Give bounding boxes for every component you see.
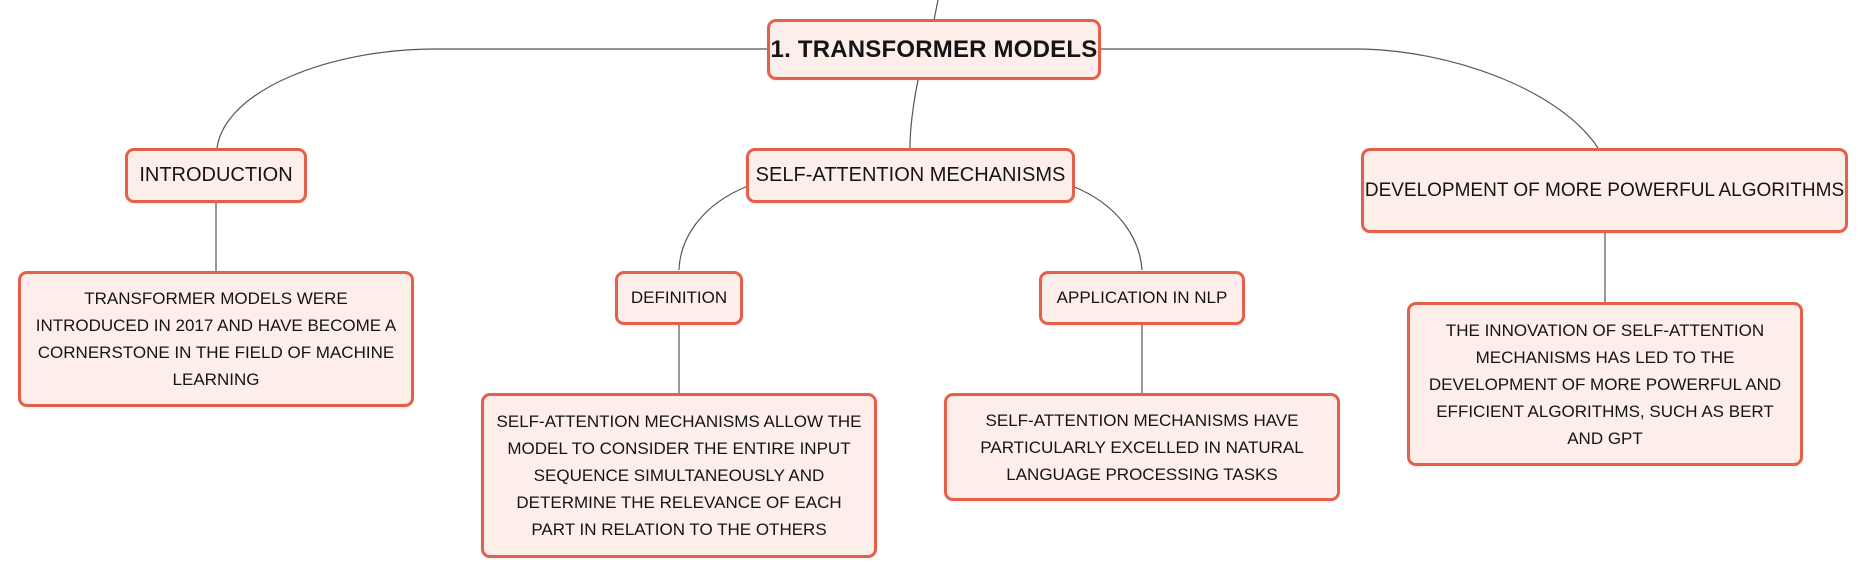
connector-self-attention-to-definition — [678, 185, 749, 271]
definition-detail-node[interactable]: SELF-ATTENTION MECHANISMS ALLOW THE MODE… — [481, 393, 877, 558]
introduction-node[interactable]: INTRODUCTION — [125, 148, 307, 203]
application-node[interactable]: APPLICATION IN NLP — [1039, 271, 1245, 325]
connector-root-to-development — [1100, 48, 1599, 149]
connector-self-attention-to-application — [1071, 185, 1143, 271]
application-detail-node[interactable]: SELF-ATTENTION MECHANISMS HAVE PARTICULA… — [944, 393, 1340, 501]
development-node[interactable]: DEVELOPMENT OF MORE POWERFUL ALGORITHMS — [1361, 148, 1848, 233]
introduction-detail-node[interactable]: TRANSFORMER MODELS WERE INTRODUCED IN 20… — [18, 271, 414, 407]
connector-root-to-introduction — [216, 48, 768, 149]
development-detail-node[interactable]: THE INNOVATION OF SELF-ATTENTION MECHANI… — [1407, 302, 1803, 466]
definition-node[interactable]: DEFINITION — [615, 271, 743, 325]
connector-parent-to-root — [933, 0, 939, 21]
connector-root-to-self-attention — [909, 79, 919, 149]
self-attention-node[interactable]: SELF-ATTENTION MECHANISMS — [746, 148, 1075, 203]
root-node[interactable]: 1. TRANSFORMER MODELS — [767, 19, 1101, 80]
